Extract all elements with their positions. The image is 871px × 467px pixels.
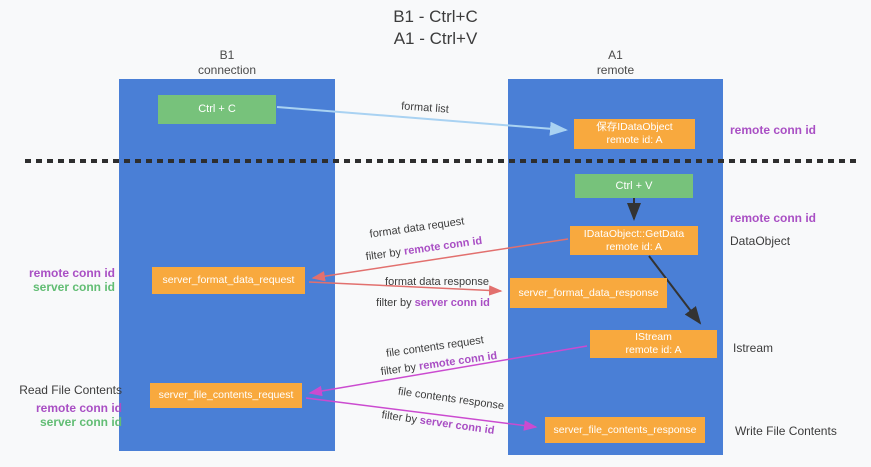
istream-box: IStream remote id: A	[590, 330, 717, 358]
save-idataobject-label: 保存IDataObject	[596, 121, 673, 133]
header-b1: B1	[219, 48, 235, 62]
read-file-contents-label: Read File Contents	[19, 383, 122, 397]
diagram-title: B1 - Ctrl+C A1 - Ctrl+V	[0, 6, 871, 50]
server-conn-id-label-bottom-left: server conn id	[39, 415, 122, 429]
filter-prefix: filter by	[376, 297, 415, 309]
filter-prefix: filter by	[365, 245, 405, 264]
server-file-contents-request-box: server_file_contents_request	[150, 383, 302, 408]
ctrl-v-label: Ctrl + V	[615, 179, 653, 192]
column-header-b1: B1 connection	[119, 48, 335, 78]
getdata-label: IDataObject::GetData	[583, 227, 685, 240]
file-contents-response-label: file contents response	[397, 385, 505, 413]
server-conn-id-key: server conn id	[414, 297, 490, 309]
server-file-contents-response-label: server_file_contents_response	[553, 423, 697, 436]
filter-file-response-label: filter by server conn id	[381, 409, 495, 437]
remote-conn-id-label-mid-left: remote conn id	[28, 266, 115, 280]
getdata-remote-id: remote id: A	[605, 240, 662, 253]
filter-prefix: filter by	[380, 360, 420, 379]
ctrl-c-box: Ctrl + C	[158, 95, 276, 124]
format-data-request-label: format data request	[368, 215, 466, 241]
header-connection: connection	[197, 63, 257, 77]
column-header-a1: A1 remote	[508, 48, 723, 78]
filter-format-request-label: filter by remote conn id	[365, 235, 483, 263]
remote-conn-id-label-bottom-left: remote conn id	[35, 401, 122, 415]
remote-conn-id-label-top-right: remote conn id	[730, 123, 817, 137]
remote-conn-id-key: remote conn id	[403, 234, 483, 258]
format-list-label: format list	[400, 100, 450, 116]
istream-side-label: Istream	[733, 341, 774, 355]
filter-format-response-label: filter by server conn id	[376, 297, 490, 309]
dataobject-label: DataObject	[730, 234, 791, 248]
write-file-contents-label: Write File Contents	[735, 424, 837, 438]
server-format-data-request-label: server_format_data_request	[162, 274, 295, 286]
server-format-data-response-label: server_format_data_response	[518, 286, 659, 299]
server-file-contents-response-box: server_file_contents_response	[545, 417, 705, 443]
left-conn-id-stack-mid: remote conn id server conn id	[0, 266, 115, 294]
save-idataobject-box: 保存IDataObject remote id: A	[574, 119, 695, 149]
server-format-data-request-box: server_format_data_request	[152, 267, 305, 294]
istream-label: IStream	[635, 331, 672, 343]
server-conn-id-key: server conn id	[418, 414, 496, 437]
istream-remote-id: remote id: A	[625, 344, 682, 356]
server-format-data-response-box: server_format_data_response	[510, 278, 667, 308]
server-conn-id-label-mid-left: server conn id	[32, 280, 115, 294]
getdata-box: IDataObject::GetData remote id: A	[570, 226, 698, 255]
header-a1: A1	[608, 48, 623, 62]
format-data-response-label: format data response	[385, 276, 489, 288]
title-line-2: A1 - Ctrl+V	[393, 29, 478, 48]
left-label-stack-bottom: Read File Contents remote conn id server…	[0, 383, 122, 429]
remote-conn-id-label-mid-right: remote conn id	[730, 211, 817, 225]
title-line-1: B1 - Ctrl+C	[393, 7, 478, 26]
ctrl-c-label: Ctrl + C	[198, 103, 236, 115]
server-file-contents-request-label: server_file_contents_request	[158, 389, 294, 401]
header-remote: remote	[596, 63, 635, 77]
filter-prefix: filter by	[380, 409, 421, 427]
ctrl-v-box: Ctrl + V	[575, 174, 693, 198]
dashed-divider	[25, 159, 860, 163]
save-idataobject-remote-id: remote id: A	[606, 134, 663, 146]
